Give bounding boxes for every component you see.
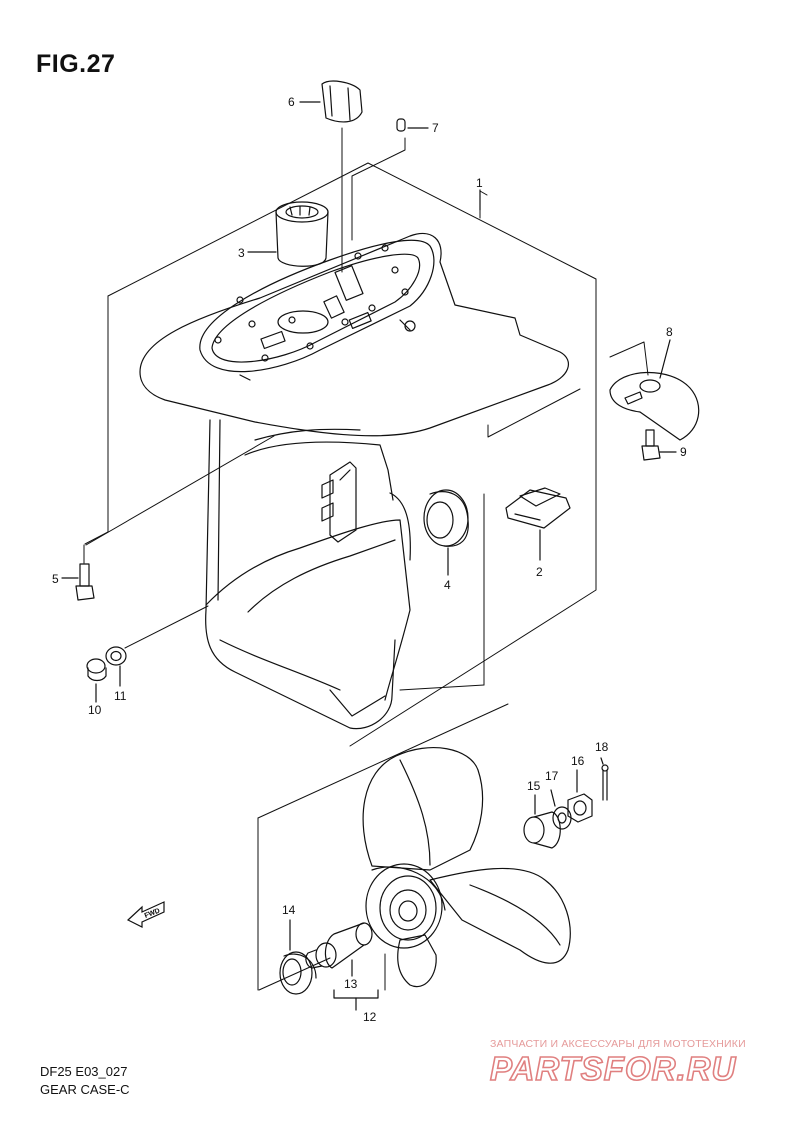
callout-14: 14 xyxy=(282,903,296,917)
part-10-plug xyxy=(86,658,107,703)
gear-case-boundary-box xyxy=(83,162,597,747)
part-16-nut xyxy=(567,769,593,823)
callout-13: 13 xyxy=(344,977,358,991)
callout-6: 6 xyxy=(288,95,295,109)
part-8-anode xyxy=(609,339,700,441)
part-7-pin xyxy=(351,118,429,241)
fwd-arrow-icon: FWD xyxy=(126,901,165,928)
propeller xyxy=(362,746,571,988)
part-14-thrust-washer xyxy=(279,919,317,995)
part-9-bolt xyxy=(641,429,677,461)
callout-5: 5 xyxy=(52,572,59,586)
callout-2: 2 xyxy=(536,565,543,579)
part-12-bracket xyxy=(333,989,379,1011)
callout-16: 16 xyxy=(571,754,585,768)
callout-7: 7 xyxy=(432,121,439,135)
watermark-tagline: ЗАПЧАСТИ И АКСЕССУАРЫ ДЛЯ МОТОТЕХНИКИ xyxy=(490,1038,746,1050)
callout-4: 4 xyxy=(444,578,451,592)
part-6-cap xyxy=(299,80,363,273)
section-name: GEAR CASE-C xyxy=(40,1082,130,1097)
part-18-cotter-pin xyxy=(600,757,609,801)
part-13-spacer xyxy=(305,922,373,977)
part-5-bolt xyxy=(61,563,95,601)
part-2-clip xyxy=(505,487,571,561)
callout-8: 8 xyxy=(666,325,673,339)
callout-11: 11 xyxy=(114,689,127,703)
callout-17: 17 xyxy=(545,769,559,783)
callout-12: 12 xyxy=(363,1010,377,1024)
gear-case-housing xyxy=(139,232,570,730)
callout-1: 1 xyxy=(476,176,483,190)
callout-9: 9 xyxy=(680,445,687,459)
part-3-bearing xyxy=(247,201,329,267)
callout-3: 3 xyxy=(238,246,245,260)
part-11-washer xyxy=(105,646,127,687)
callout-15: 15 xyxy=(527,779,541,793)
callout-10: 10 xyxy=(88,703,102,717)
propeller-boundary-box xyxy=(257,703,509,991)
part-4-seal xyxy=(423,489,469,576)
fwd-label: FWD xyxy=(144,907,161,919)
callout-18: 18 xyxy=(595,740,609,754)
model-code: DF25 E03_027 xyxy=(40,1064,128,1079)
figure-title: FIG.27 xyxy=(36,50,116,78)
